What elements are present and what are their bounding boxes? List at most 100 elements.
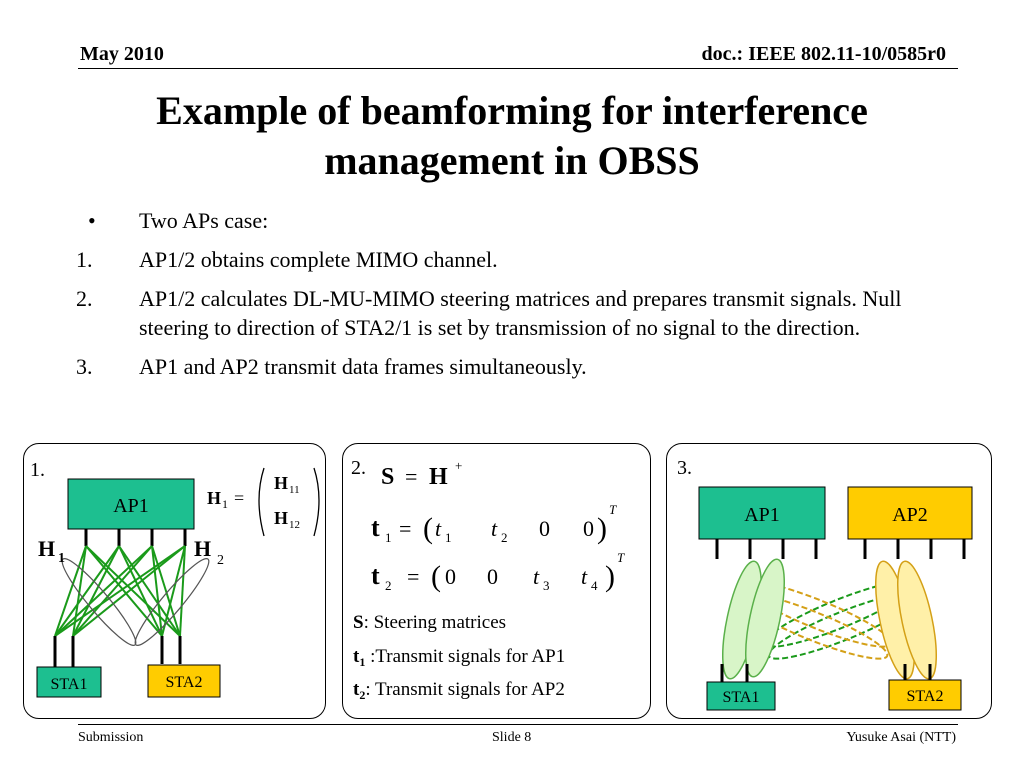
h-label: H (38, 536, 55, 561)
s-symbol: S (381, 464, 394, 490)
legend-ap1-signals: t1 :Transmit signals for AP1 (353, 646, 565, 669)
zero: 0 (445, 564, 456, 589)
matrix-left-bracket (258, 467, 265, 537)
panel-simultaneous-transmission: 3. AP1 AP2 STA1 STA2 (666, 443, 992, 719)
ap1-box (67, 478, 195, 530)
ap1-antennas (84, 529, 187, 546)
t-symbol: t (435, 516, 442, 541)
bullet-marker: • (88, 208, 96, 233)
subscript: 1 (445, 530, 452, 545)
ap1-label: AP1 (744, 504, 780, 526)
h-sub: 1 (58, 551, 65, 566)
subscript: 2 (385, 578, 392, 593)
equals-sign: = (234, 488, 244, 508)
mimo-channel-links (54, 545, 186, 637)
h-sub: 1 (222, 497, 228, 511)
h-sub: 11 (289, 484, 300, 496)
panel-channel-diagram: 1. AP1 STA1 STA2 H 1 H 2 H 1 = (23, 443, 326, 719)
list-item: 1. AP1/2 obtains complete MIMO channel. (76, 245, 936, 274)
legend-subscript: 1 (359, 655, 365, 669)
equals-sign: = (399, 516, 411, 541)
number-marker: 1. (76, 247, 93, 272)
beam-ap2-to-sta1-b (737, 592, 889, 660)
zero: 0 (539, 516, 550, 541)
sta-antennas (53, 636, 182, 667)
ap1-box (698, 486, 826, 540)
legend-symbol: S (353, 612, 364, 633)
header-date: May 2010 (80, 43, 164, 65)
h-sub: 2 (217, 553, 224, 568)
header-rule (78, 68, 958, 69)
zero: 0 (487, 564, 498, 589)
t-symbol: t (371, 561, 380, 590)
sta1-label: STA1 (723, 689, 760, 706)
list-item: • Two APs case: (76, 206, 936, 235)
t-symbol: t (491, 516, 498, 541)
panel-number: 1. (30, 459, 45, 481)
h-label: H (194, 536, 211, 561)
h-label: H (274, 508, 288, 528)
ap2-label: AP2 (892, 504, 928, 526)
panel-number: 3. (677, 457, 692, 479)
header-doc-id: doc.: IEEE 802.11-10/0585r0 (701, 43, 946, 65)
list-item-text: Two APs case: (139, 208, 269, 233)
slide-title: Example of beamforming for interference … (40, 86, 984, 186)
transpose: T (617, 550, 625, 565)
footer-author: Yusuke Asai (NTT) (846, 730, 956, 745)
h-label: H (207, 488, 221, 508)
number-marker: 2. (76, 286, 93, 311)
footer-left: Submission (78, 730, 144, 745)
footer-slide-number: Slide 8 (492, 730, 532, 745)
subscript: 1 (385, 530, 392, 545)
legend-subscript: 2 (359, 688, 365, 702)
legend-ap2-signals: t2: Transmit signals for AP2 (353, 679, 565, 702)
footer-rule (78, 724, 958, 725)
bullet-list: • Two APs case: 1. AP1/2 obtains complet… (76, 206, 936, 391)
left-paren: ( (423, 512, 433, 545)
legend-steering: S: Steering matrices (353, 612, 506, 633)
t-symbol: t (533, 564, 540, 589)
transpose: T (609, 502, 617, 517)
legend-symbol: t (353, 679, 360, 700)
list-item: 2. AP1/2 calculates DL-MU-MIMO steering … (76, 284, 936, 342)
h-sub: 12 (289, 519, 300, 531)
number-marker: 3. (76, 354, 93, 379)
sta2-label: STA2 (166, 674, 203, 691)
t-symbol: t (581, 564, 588, 589)
sta2-box (147, 664, 221, 698)
equals-sign: = (405, 464, 417, 489)
list-item-text: AP1 and AP2 transmit data frames simulta… (139, 354, 587, 379)
beam-ap1-to-sta1 (744, 558, 786, 678)
zero: 0 (583, 516, 594, 541)
h-symbol: H (429, 464, 448, 490)
list-item-text: AP1/2 obtains complete MIMO channel. (139, 247, 498, 272)
right-paren: ) (605, 560, 615, 593)
sta2-label: STA2 (907, 688, 944, 705)
left-paren: ( (431, 560, 441, 593)
sta2-box (888, 679, 962, 711)
sta1-box (36, 666, 102, 698)
sta1-label: STA1 (51, 676, 88, 693)
legend-text: : Steering matrices (364, 612, 506, 633)
channel-diagram: 1. AP1 STA1 STA2 H 1 H 2 H 1 = (30, 459, 320, 698)
subscript: 3 (543, 578, 550, 593)
equals-sign: = (407, 564, 419, 589)
subscript: 4 (591, 578, 598, 593)
channel-group-h2 (134, 558, 210, 646)
right-paren: ) (597, 512, 607, 545)
beamforming-diagram: 3. AP1 AP2 STA1 STA2 (677, 457, 973, 711)
sta1-box (706, 681, 776, 711)
ap-antennas (715, 539, 966, 559)
list-item-text: AP1/2 calculates DL-MU-MIMO steering mat… (139, 286, 902, 340)
panel-steering-equations: 2. S = H + t 1 = ( t 1 t 2 0 0 ) T t 2 =… (342, 443, 651, 719)
subscript: 2 (501, 530, 508, 545)
ap1-label: AP1 (113, 495, 149, 517)
ap2-box (847, 486, 973, 540)
legend-symbol: t (353, 646, 360, 667)
matrix-right-bracket (313, 467, 320, 537)
title-line-2: management in OBSS (324, 138, 700, 183)
title-line-1: Example of beamforming for interference (156, 88, 868, 133)
legend-text: : Transmit signals for AP2 (365, 679, 565, 700)
sta-antennas (720, 664, 932, 682)
legend-text: :Transmit signals for AP1 (365, 646, 565, 667)
